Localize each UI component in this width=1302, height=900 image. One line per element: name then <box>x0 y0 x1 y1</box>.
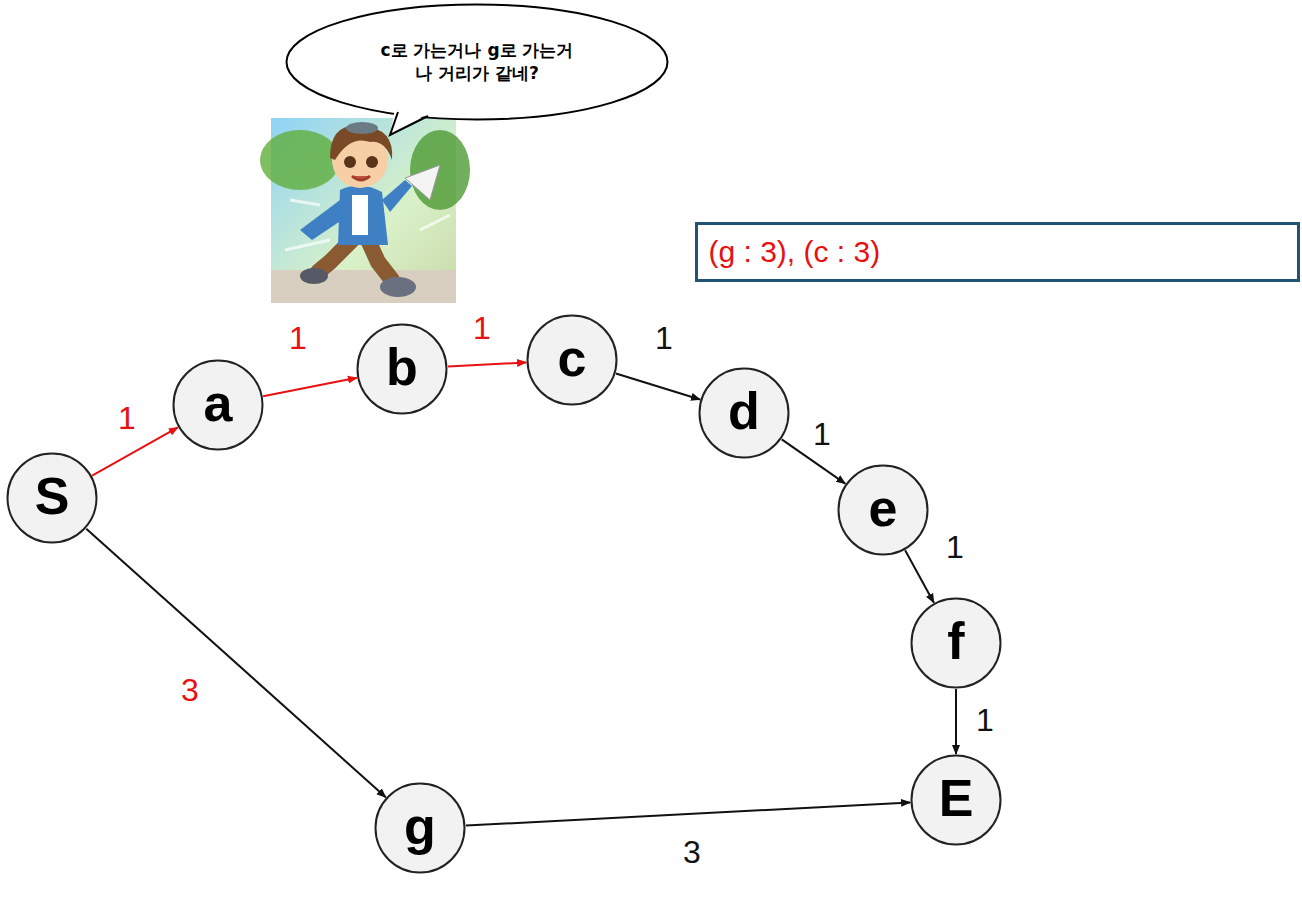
graph-node: b <box>356 323 448 415</box>
graph-node: g <box>374 782 466 874</box>
edge-weight: 1 <box>810 417 834 451</box>
edge-weight: 1 <box>943 530 967 564</box>
result-text: (g : 3), (c : 3) <box>709 237 881 267</box>
edge-weight: 3 <box>178 673 202 707</box>
graph-node: f <box>910 597 1002 689</box>
edge-weight: 1 <box>470 311 494 345</box>
speech-text: c로 가는거나 g로 가는거나 거리가 같네? <box>377 39 577 85</box>
edge-arrow <box>448 362 526 366</box>
speech-bubble: c로 가는거나 g로 가는거나 거리가 같네? <box>285 3 669 121</box>
graph-node: S <box>6 452 98 544</box>
edge-weight: 1 <box>115 401 139 435</box>
result-box: (g : 3), (c : 3) <box>695 222 1300 282</box>
graph-node: e <box>837 464 929 556</box>
graph-node: d <box>698 367 790 459</box>
edge-weight: 1 <box>652 321 676 355</box>
graph-node: c <box>526 314 618 406</box>
graph-node: a <box>172 359 264 451</box>
edge-arrow <box>86 529 386 798</box>
node-letter: c <box>558 332 587 384</box>
edge-arrow <box>466 802 910 825</box>
node-letter: e <box>869 482 898 534</box>
edge-arrow <box>263 378 357 396</box>
edge-weight: 1 <box>286 321 310 355</box>
edge-arrow <box>955 689 957 754</box>
node-letter: a <box>204 377 233 429</box>
node-letter: E <box>939 772 974 824</box>
node-letter: b <box>386 341 418 393</box>
edge-weight: 1 <box>973 703 997 737</box>
runner-illustration <box>260 118 470 303</box>
edge-arrow <box>616 374 700 400</box>
node-letter: d <box>728 385 760 437</box>
node-letter: f <box>947 615 964 667</box>
graph-node: E <box>910 754 1002 846</box>
edge-arrow <box>905 550 934 602</box>
node-letter: S <box>35 470 70 522</box>
edge-weight: 3 <box>680 835 704 869</box>
node-letter: g <box>404 800 436 852</box>
bubble-outline <box>285 3 669 121</box>
